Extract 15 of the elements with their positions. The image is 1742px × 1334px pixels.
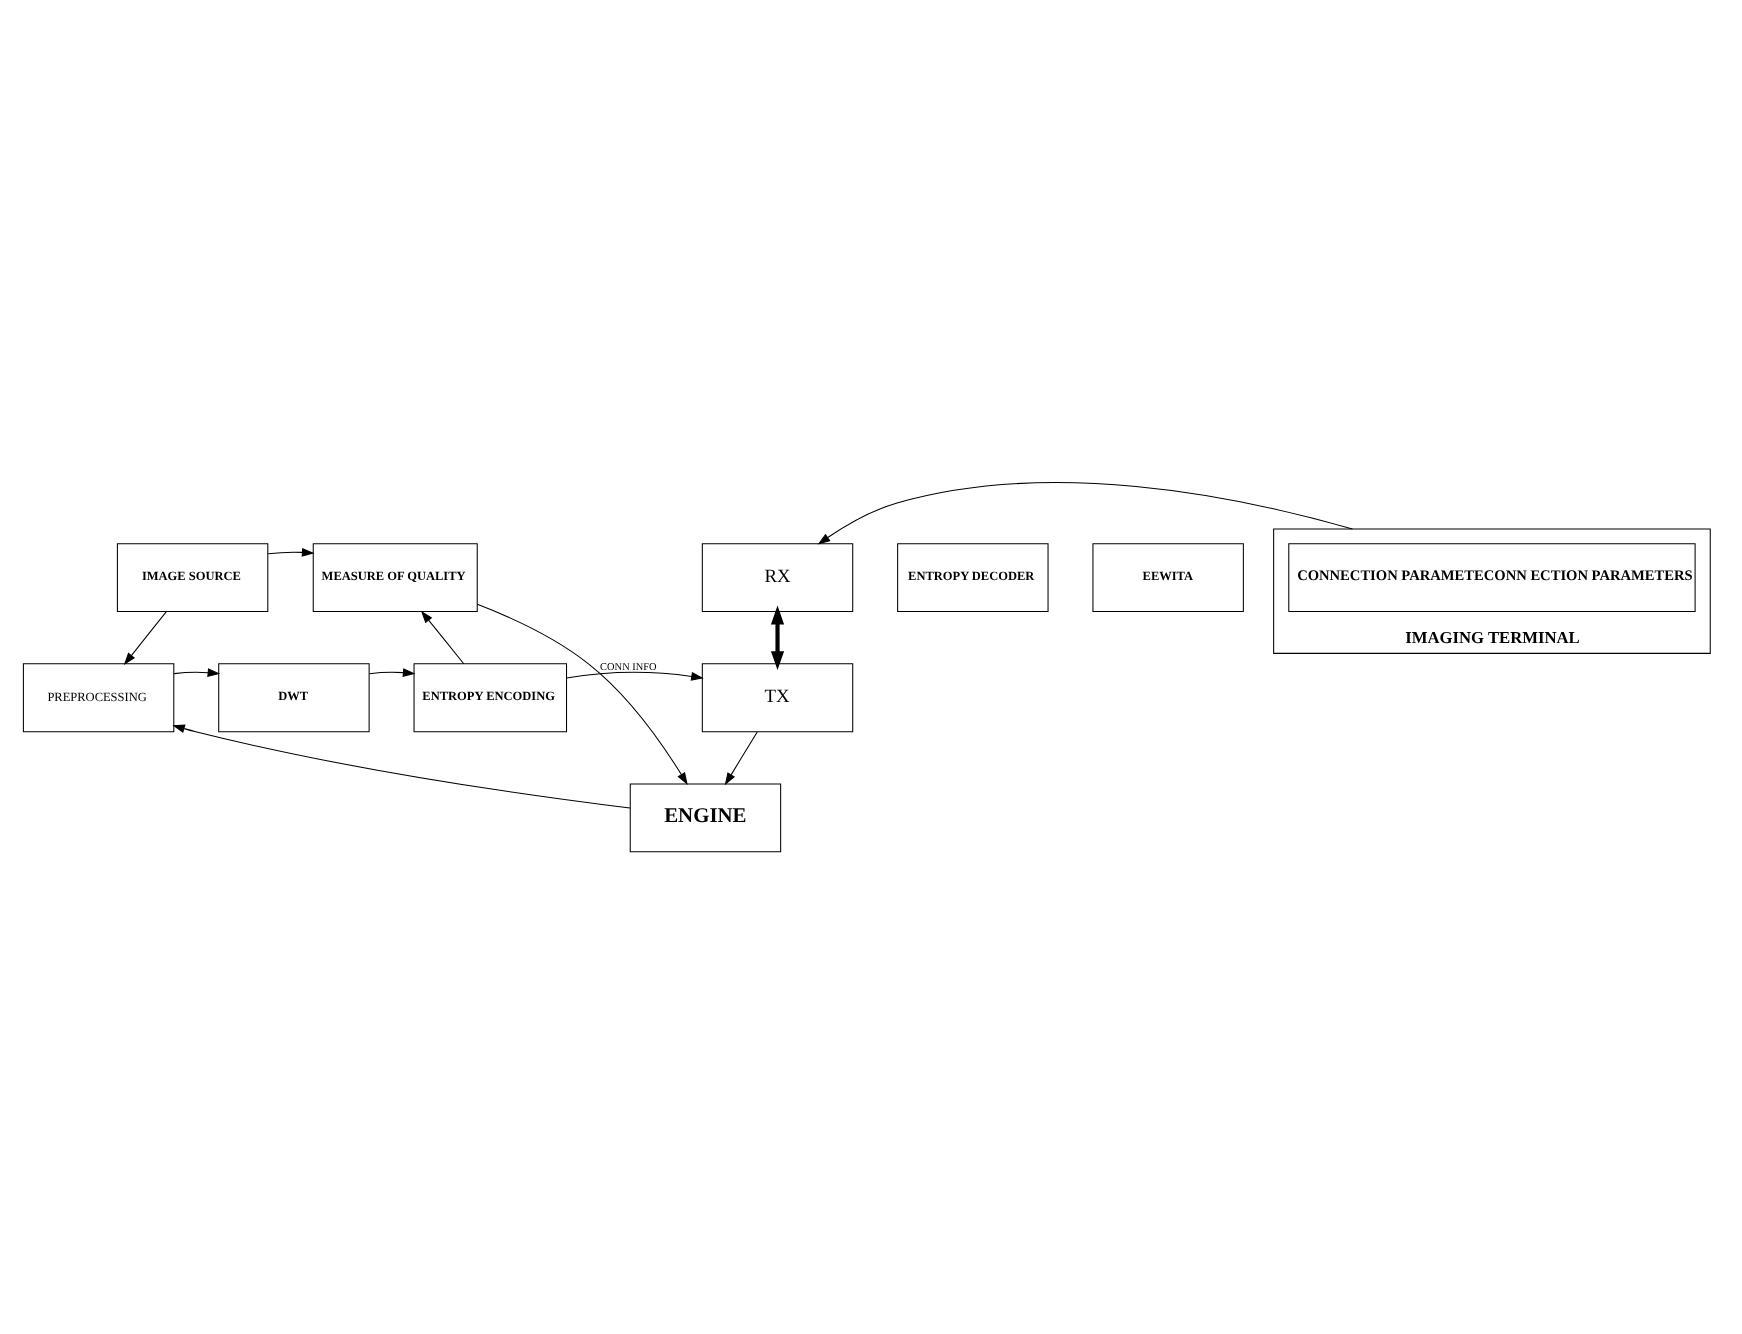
arrow <box>368 668 416 677</box>
arrow <box>724 731 758 786</box>
arrow <box>817 482 1353 545</box>
node-box: ENGINE <box>629 783 782 853</box>
arrow <box>770 605 785 671</box>
arrow <box>566 671 704 681</box>
node-box: RX <box>701 543 854 613</box>
node-box: CONNECTION PARAMETECONN ECTION PARAMETERS <box>1288 543 1696 613</box>
arrow <box>173 668 221 677</box>
arrow <box>476 603 688 785</box>
arrow <box>420 610 465 665</box>
arrow <box>172 724 631 809</box>
node-box: TX <box>701 663 854 733</box>
arrow <box>267 547 315 557</box>
arrow <box>123 611 167 665</box>
